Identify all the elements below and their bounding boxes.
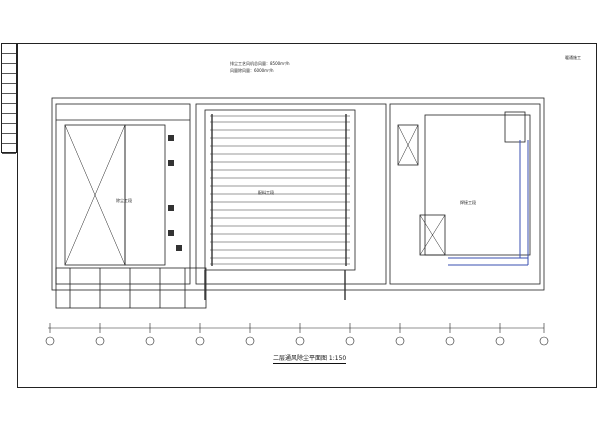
sheet-number: 暖通施工 (565, 55, 581, 60)
room-label-2: 配料工段 (258, 190, 274, 195)
room-label-3: 焊接工段 (460, 200, 476, 205)
building-outline (51, 97, 545, 291)
drawing-title: 二层通风除尘平面图 1:150 (273, 355, 347, 364)
airflow-note-1: 排尘工艺风机总风量：8500m³/h (230, 61, 290, 66)
drawing-frame (17, 43, 597, 388)
title-block (1, 43, 17, 154)
airflow-note-2: 风量除风量：6000m³/h (230, 68, 274, 73)
room-label-1: 除尘工段 (116, 198, 132, 203)
left-lower-wing (55, 267, 207, 309)
